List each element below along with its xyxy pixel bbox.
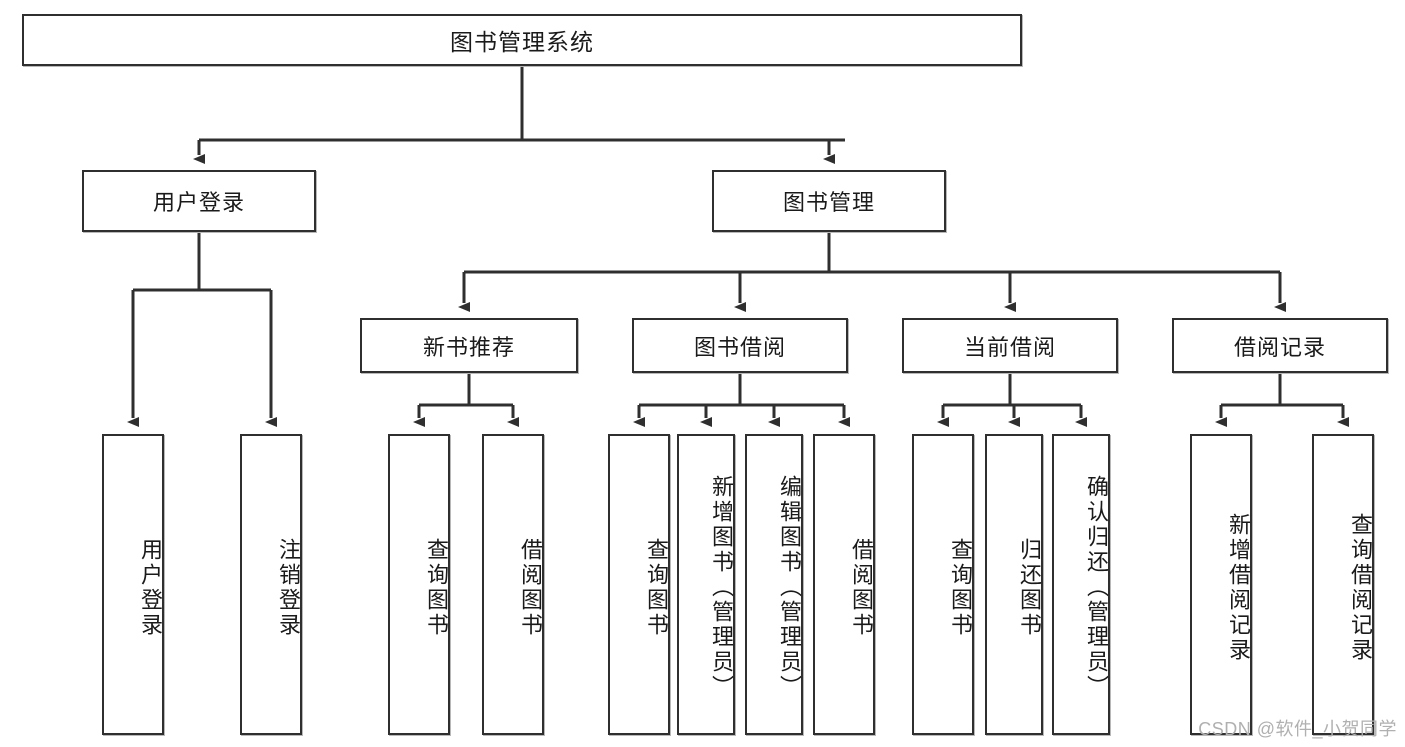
node-label: 查询图书 [948,537,973,638]
node-label: 新增图书（管理员） [709,475,734,700]
leaf-borrow-book-2[interactable]: 借阅图书 [813,434,875,735]
leaf-logout[interactable]: 注销登录 [240,434,302,735]
node-borrow-record[interactable]: 借阅记录 [1172,318,1388,373]
leaf-user-login[interactable]: 用户登录 [102,434,164,735]
node-new-book-recommend[interactable]: 新书推荐 [360,318,578,373]
node-label: 编辑图书（管理员） [777,475,802,700]
node-user-login[interactable]: 用户登录 [82,170,316,232]
node-label: 注销登录 [276,537,301,638]
node-label: 新增借阅记录 [1226,512,1251,663]
node-label: 查询图书 [644,537,669,638]
node-label: 图书管理系统 [450,29,594,55]
node-label: 图书管理 [782,190,875,215]
node-current-borrow[interactable]: 当前借阅 [902,318,1118,373]
node-label: 当前借阅 [963,334,1056,360]
leaf-edit-book[interactable]: 编辑图书（管理员） [745,434,803,735]
node-label: 确认归还（管理员） [1084,475,1109,700]
node-book-borrow[interactable]: 图书借阅 [632,318,848,373]
leaf-add-borrow-record[interactable]: 新增借阅记录 [1190,434,1252,735]
leaf-query-book-2[interactable]: 查询图书 [608,434,670,735]
node-label: 查询借阅记录 [1348,512,1373,663]
node-book-manage[interactable]: 图书管理 [712,170,946,232]
watermark-credit: CSDN @软件_小贺同学 [1198,719,1397,739]
node-label: 新书推荐 [422,334,515,360]
node-label: 借阅图书 [849,537,874,638]
leaf-query-book-1[interactable]: 查询图书 [388,434,450,735]
node-label: 图书借阅 [693,334,786,360]
leaf-borrow-book-1[interactable]: 借阅图书 [482,434,544,735]
node-label: 用户登录 [138,537,163,638]
node-label: 借阅记录 [1233,334,1326,360]
leaf-query-book-3[interactable]: 查询图书 [912,434,974,735]
node-label: 归还图书 [1017,537,1042,638]
node-label: 用户登录 [152,190,245,215]
node-root-system[interactable]: 图书管理系统 [22,14,1022,66]
leaf-confirm-return[interactable]: 确认归还（管理员） [1052,434,1110,735]
leaf-return-book[interactable]: 归还图书 [985,434,1043,735]
node-label: 借阅图书 [518,537,543,638]
leaf-query-borrow-record[interactable]: 查询借阅记录 [1312,434,1374,735]
node-label: 查询图书 [424,537,449,638]
leaf-add-book[interactable]: 新增图书（管理员） [677,434,735,735]
